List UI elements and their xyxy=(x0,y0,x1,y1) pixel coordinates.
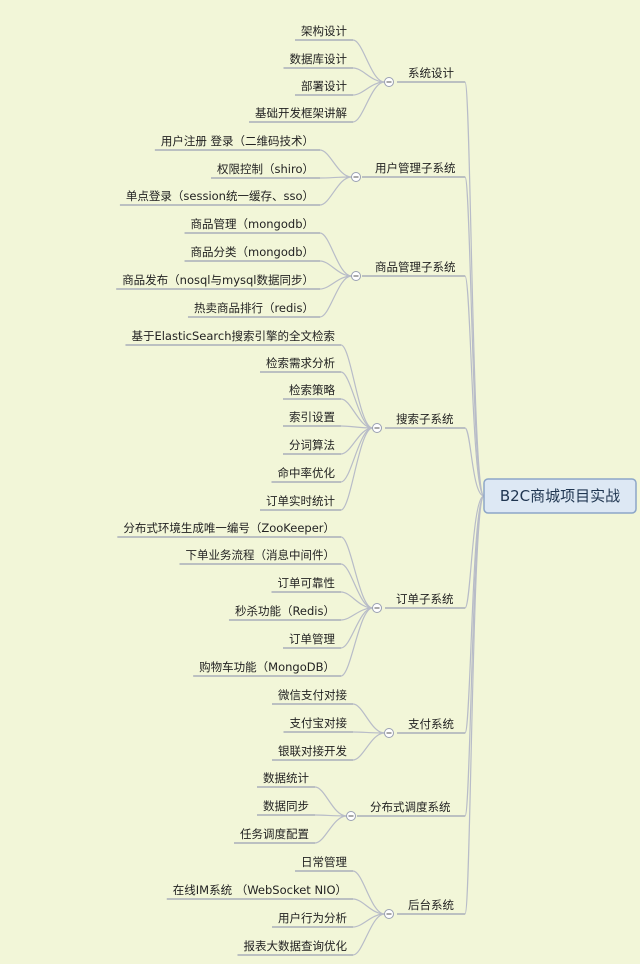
branch-to-leaf-connector xyxy=(340,344,373,429)
branch-node-label[interactable]: 分布式调度系统 xyxy=(370,800,451,814)
root-to-branch-connector xyxy=(464,275,485,497)
branch-to-leaf-connector xyxy=(314,815,347,844)
root-to-branch-connector xyxy=(464,495,485,734)
leaf-node-label[interactable]: 秒杀功能（Redis） xyxy=(235,604,335,618)
leaf-node-label[interactable]: 商品发布（nosql与mysql数据同步） xyxy=(122,273,314,287)
root-to-branch-connector xyxy=(464,81,485,497)
leaf-node-label[interactable]: 下单业务流程（消息中间件） xyxy=(186,548,336,562)
leaf-node-label[interactable]: 检索需求分析 xyxy=(266,356,335,370)
branch-node-label[interactable]: 搜索子系统 xyxy=(396,412,454,426)
leaf-node-label[interactable]: 在线IM系统 （WebSocket NIO） xyxy=(173,883,347,897)
leaf-node-label[interactable]: 用户注册 登录（二维码技术） xyxy=(161,134,314,148)
leaf-node-label[interactable]: 基础开发框架讲解 xyxy=(255,106,347,120)
leaf-node-label[interactable]: 微信支付对接 xyxy=(278,688,347,702)
branch-to-leaf-connector xyxy=(340,536,373,609)
leaf-node-label[interactable]: 报表大数据查询优化 xyxy=(244,939,348,953)
leaf-node-label[interactable]: 日常管理 xyxy=(301,855,347,869)
root-to-branch-connector xyxy=(464,495,485,609)
leaf-node-label[interactable]: 部署设计 xyxy=(301,79,347,93)
leaf-node-label[interactable]: 商品分类（mongodb） xyxy=(191,245,314,259)
leaf-node-label[interactable]: 数据同步 xyxy=(263,799,309,813)
leaf-node-label[interactable]: 用户行为分析 xyxy=(278,911,347,925)
leaf-node-label[interactable]: 购物车功能（MongoDB） xyxy=(199,660,335,674)
leaf-node-label[interactable]: 银联对接开发 xyxy=(278,744,347,758)
leaf-node-label[interactable]: 分词算法 xyxy=(289,438,335,452)
branch-node-label[interactable]: 用户管理子系统 xyxy=(375,161,456,175)
leaf-node-label[interactable]: 订单管理 xyxy=(289,632,335,646)
branch-to-leaf-connector xyxy=(340,398,373,429)
leaf-node-label[interactable]: 支付宝对接 xyxy=(290,716,348,730)
leaf-node-label[interactable]: 数据库设计 xyxy=(290,52,348,66)
branch-to-leaf-connector xyxy=(352,39,385,83)
branch-to-leaf-connector xyxy=(319,176,352,206)
branch-to-leaf-connector xyxy=(340,427,373,483)
branch-to-leaf-connector xyxy=(352,870,385,915)
root-to-branch-connector xyxy=(464,176,485,497)
branch-node-label[interactable]: 订单子系统 xyxy=(396,592,454,606)
leaf-node-label[interactable]: 架构设计 xyxy=(301,24,347,38)
root-to-branch-connector xyxy=(464,495,485,915)
branch-to-leaf-connector xyxy=(352,913,385,956)
leaf-node-label[interactable]: 基于ElasticSearch搜索引擎的全文检索 xyxy=(131,329,335,343)
branch-to-leaf-connector xyxy=(352,81,385,123)
root-to-branch-connector xyxy=(464,427,485,497)
branch-to-leaf-connector xyxy=(352,732,385,761)
leaf-node-label[interactable]: 任务调度配置 xyxy=(240,827,309,841)
root-to-branch-connector xyxy=(464,495,485,817)
branch-to-leaf-connector xyxy=(340,563,373,609)
leaf-node-label[interactable]: 检索策略 xyxy=(289,383,335,397)
branch-node-label[interactable]: 后台系统 xyxy=(408,898,454,912)
branch-to-leaf-connector xyxy=(340,607,373,677)
branch-to-leaf-connector xyxy=(319,232,352,277)
leaf-node-label[interactable]: 热卖商品排行（redis） xyxy=(194,301,314,315)
branch-to-leaf-connector xyxy=(340,371,373,429)
root-node-box[interactable] xyxy=(483,478,637,514)
branch-to-leaf-connector xyxy=(352,703,385,734)
branch-to-leaf-connector xyxy=(319,149,352,178)
branch-to-leaf-connector xyxy=(340,427,373,511)
branch-to-leaf-connector xyxy=(352,898,385,915)
branch-to-leaf-connector xyxy=(340,591,373,609)
leaf-node-label[interactable]: 单点登录（session统一缓存、sso） xyxy=(126,189,314,203)
leaf-node-label[interactable]: 订单可靠性 xyxy=(278,576,336,590)
branch-to-leaf-connector xyxy=(319,260,352,277)
leaf-node-label[interactable]: 订单实时统计 xyxy=(266,494,335,508)
leaf-node-label[interactable]: 分布式环境生成唯一编号（ZooKeeper） xyxy=(123,521,335,535)
branch-to-leaf-connector xyxy=(340,607,373,649)
leaf-node-label[interactable]: 索引设置 xyxy=(289,410,335,424)
branch-node-label[interactable]: 商品管理子系统 xyxy=(375,260,456,274)
leaf-node-label[interactable]: 命中率优化 xyxy=(278,466,336,480)
branch-node-label[interactable]: 支付系统 xyxy=(408,717,454,731)
leaf-node-label[interactable]: 数据统计 xyxy=(263,771,309,785)
branch-to-leaf-connector xyxy=(314,786,347,817)
leaf-node-label[interactable]: 权限控制（shiro） xyxy=(217,162,314,176)
branch-to-leaf-connector xyxy=(352,67,385,83)
branch-node-label[interactable]: 系统设计 xyxy=(408,66,454,80)
root-node-label: B2C商城项目实战 xyxy=(500,487,620,505)
branch-to-leaf-connector xyxy=(319,275,352,318)
leaf-node-label[interactable]: 商品管理（mongodb） xyxy=(191,217,314,231)
